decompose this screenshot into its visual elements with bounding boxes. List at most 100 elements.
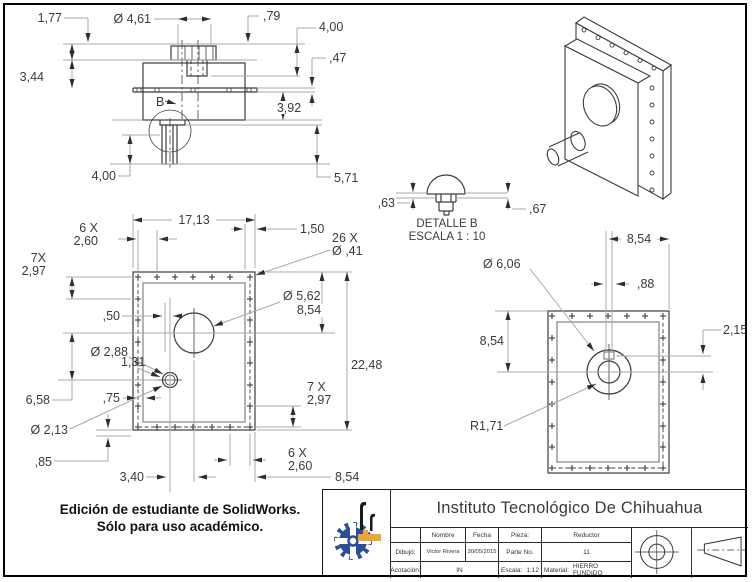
dim-7x-left-count: 7X — [31, 251, 47, 265]
dim-dia-4-61: Ø 4,61 — [113, 12, 151, 26]
dim-5-71: 5,71 — [334, 171, 358, 185]
dim-6x-top-value: 2,60 — [74, 234, 98, 248]
dim-0-47: ,47 — [329, 51, 346, 65]
isometric-view — [546, 16, 673, 201]
escala-cell: Escala:1:12 — [498, 561, 541, 578]
dim-17-13: 17,13 — [178, 213, 209, 227]
pieza-value-cell: Reductor — [541, 528, 631, 542]
chimney-tall — [359, 501, 366, 530]
top-view: 1,77 Ø 4,61 ,79 4,00 ,47 3,44 3,92 4,00 … — [20, 9, 359, 185]
institution-name: Instituto Tecnológico De Chihuahua — [436, 499, 703, 517]
header-fecha-label: Fecha — [472, 531, 492, 539]
notice-line2: Sólo para uso académico. — [96, 519, 264, 534]
dim-8-54-right: 8,54 — [297, 303, 321, 317]
dim-22-48: 22,48 — [351, 358, 382, 372]
acotacion-value-cell: IN — [420, 561, 498, 578]
dim-8-54-bottom: 8,54 — [335, 470, 359, 484]
side-bolt-holes — [549, 313, 666, 471]
side-body-outline — [556, 321, 660, 463]
dim-dia-2-88: Ø 2,88 — [90, 345, 128, 359]
flange-ticks — [136, 88, 252, 92]
dim-0-67: ,67 — [529, 202, 546, 216]
parte-label-cell: Parte No. — [498, 542, 541, 561]
dim-dia-6-06: Ø 6,06 — [483, 257, 521, 271]
dim-1-77: 1,77 — [38, 11, 62, 25]
detail-b-title: DETALLE B — [416, 218, 477, 230]
parte-value-cell: 11 — [541, 542, 631, 561]
iso-shaft-end — [546, 148, 560, 166]
itc-logo — [333, 501, 381, 560]
dim-0-85: ,85 — [35, 455, 52, 469]
projection-symbol — [634, 528, 746, 578]
iso-bore-hole — [582, 85, 618, 127]
dim-3-44: 3,44 — [20, 70, 44, 84]
projection-cone — [703, 536, 742, 567]
dim-26x-count: 26 X — [332, 231, 358, 245]
dim-6x-bottom-count: 6 X — [288, 446, 307, 460]
dim-dia-2-13: Ø 2,13 — [30, 423, 68, 437]
detail-b-circle — [148, 109, 192, 153]
dim-4-00-top: 4,00 — [319, 20, 343, 34]
key-slot — [603, 351, 615, 360]
side-flange-outline — [547, 310, 670, 474]
detail-b-scale: ESCALA 1 : 10 — [409, 231, 486, 243]
dim-6-58: 6,58 — [26, 393, 50, 407]
bolt-shank — [186, 60, 208, 77]
header-nombre-label: Nombre — [431, 531, 455, 539]
iso-shaft-line-top — [548, 132, 580, 148]
pieza-value: Reductor — [573, 531, 600, 539]
dim-dia-5-62: Ø 5,62 — [283, 289, 321, 303]
logo-cell — [323, 490, 391, 578]
dim-0-79: ,79 — [263, 9, 280, 23]
dim-7x-bottom-count: 7 X — [307, 380, 326, 394]
chimney-short — [369, 513, 375, 531]
dim-8-54-left: 8,54 — [480, 334, 504, 348]
output-shaft — [161, 125, 178, 165]
dibujo-fecha-cell: 30/05/2015 — [465, 542, 498, 561]
acotacion-label: Acotación: — [390, 566, 421, 574]
acotacion-value: IN — [456, 566, 463, 574]
parte-label: Parte No. — [506, 548, 534, 556]
institution-title-cell: Instituto Tecnológico De Chihuahua — [391, 490, 748, 528]
header-fecha: Fecha — [465, 528, 498, 542]
detail-stem — [438, 202, 454, 216]
material-value: HIERRO FUNDIDO — [572, 563, 603, 577]
side-view: 8,54 Ø 6,06 ,88 2,15 8,54 R1,71 — [470, 231, 747, 474]
dim-1-50: 1,50 — [300, 222, 324, 236]
dim-0-63: ,63 — [378, 196, 395, 210]
projection-symbol-cell — [631, 528, 748, 578]
acotacion-label-cell: Acotación: — [390, 561, 421, 578]
factory-base — [357, 530, 381, 541]
header-pieza: Pieza: — [498, 528, 541, 542]
cap-ribs — [177, 46, 214, 60]
front-view: 17,13 1,50 6 X 2,60 26 X Ø ,41 7X 2,97 Ø… — [22, 213, 382, 492]
dim-3-92: 3,92 — [277, 101, 301, 115]
top-view-geometry — [132, 40, 258, 170]
header-pieza-label: Pieza: — [510, 531, 530, 539]
title-block: Instituto Tecnológico De Chihuahua Nombr… — [322, 489, 748, 578]
dim-0-75: ,75 — [103, 391, 120, 405]
side-bolt-pattern-lines — [552, 316, 664, 469]
side-view-dimensions: 8,54 Ø 6,06 ,88 2,15 8,54 R1,71 — [470, 231, 747, 433]
detail-b-view: ,63 ,67 DETALLE B ESCALA 1 : 10 — [378, 174, 546, 243]
parte-value: 11 — [583, 548, 590, 556]
material-label: Material: — [544, 566, 569, 574]
notice-line1: Edición de estudiante de SolidWorks. — [59, 502, 301, 517]
dim-1-31: 1,31 — [121, 355, 145, 369]
iso-shaft-collar — [570, 130, 586, 152]
dim-6x-top-count: 6 X — [79, 221, 98, 235]
iso-bolt-holes — [581, 27, 657, 193]
lower-step — [159, 120, 186, 126]
header-nombre: Nombre — [420, 528, 465, 542]
dim-3-40: 3,40 — [120, 470, 144, 484]
iso-flange-right — [662, 63, 672, 201]
dim-2-15: 2,15 — [723, 323, 747, 337]
dibujo-label: Dibujó: — [395, 548, 416, 556]
dibujo-nombre-cell: Victor Rivera — [420, 542, 465, 561]
detail-b-letter: B — [156, 95, 164, 109]
detail-dome — [426, 174, 466, 195]
student-edition-notice: Edición de estudiante de SolidWorks. Sól… — [35, 501, 325, 535]
detail-plate — [435, 194, 457, 203]
